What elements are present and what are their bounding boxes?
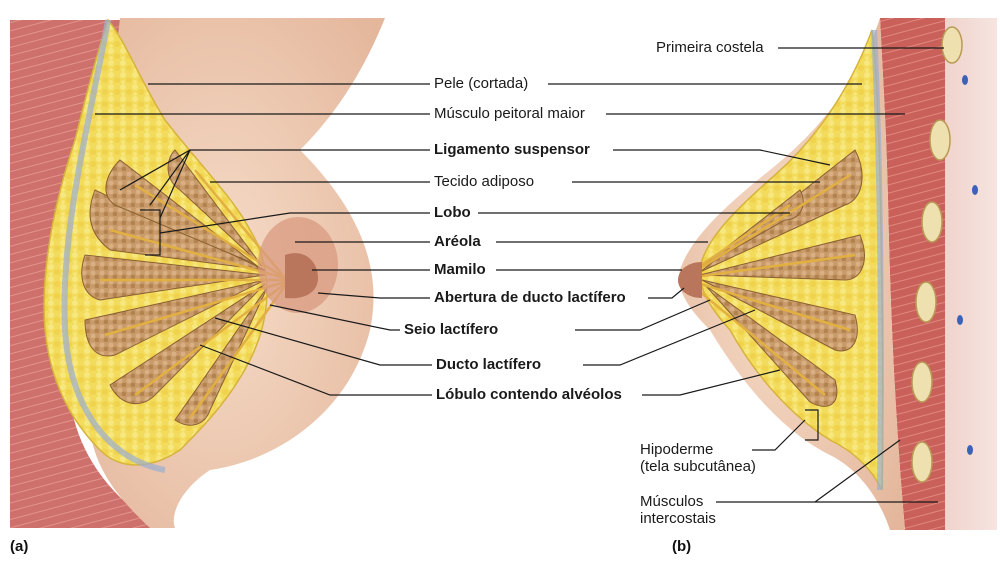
nipple-b [678,262,702,298]
panel-a-art [10,18,385,528]
panel-b-art [678,18,997,530]
label-musculos-intercostais: Músculos intercostais [638,493,718,527]
label-musculo-peitoral: Músculo peitoral maior [432,105,587,122]
label-hipoderme-line2: (tela subcutânea) [640,458,756,475]
leader-hipoderme-bracket [805,409,819,441]
label-hipoderme-line1: Hipoderme [640,441,714,458]
ribs-b [911,26,963,483]
leader-ligamento-2 [149,149,191,206]
leader-seio-b [575,299,711,331]
label-ligamento-suspensor: Ligamento suspensor [432,141,592,158]
label-abertura-ducto: Abertura de ducto lactífero [432,289,628,306]
label-seio-lactifero: Seio lactífero [402,321,501,338]
label-lobulo-alveolos: Lóbulo contendo alvéolos [434,386,624,403]
panel-label-b: (b) [672,538,692,555]
label-primeira-costela: Primeira costela [654,39,766,56]
label-mamilo: Mamilo [432,261,488,278]
leader-ducto [214,317,432,366]
pectoral-muscle-b [880,18,945,530]
nipple-a [285,253,318,299]
leader-lobo [159,212,430,234]
leader-abertura [317,292,430,299]
vessels-b [957,75,978,455]
leader-lobulo-b [642,369,781,396]
label-tecido-adiposo: Tecido adiposo [432,173,537,190]
label-areola: Aréola [432,233,483,250]
label-musculos-line2: intercostais [640,510,716,527]
label-lobo: Lobo [432,204,473,221]
label-ducto-lactifero: Ducto lactífero [434,356,544,373]
pectoral-muscle-a [10,20,160,528]
leader-lobulo [199,344,432,396]
label-musculos-line1: Músculos [640,493,704,510]
leader-hipoderme [752,419,806,451]
leader-ligamento-b [613,149,831,166]
leader-lobo-bracket [140,209,161,256]
chest-wall-b [935,18,997,530]
fascia-b [871,29,884,491]
panel-label-a: (a) [10,538,29,555]
leader-seio [269,304,400,331]
leader-ligamento-3 [159,149,191,219]
label-hipoderme: Hipoderme (tela subcutânea) [638,441,758,475]
fascia-a [61,19,166,473]
leader-abertura-b [648,287,685,299]
ducts-b [687,173,856,396]
label-pele: Pele (cortada) [432,75,531,92]
leader-ducto-b [583,309,756,366]
